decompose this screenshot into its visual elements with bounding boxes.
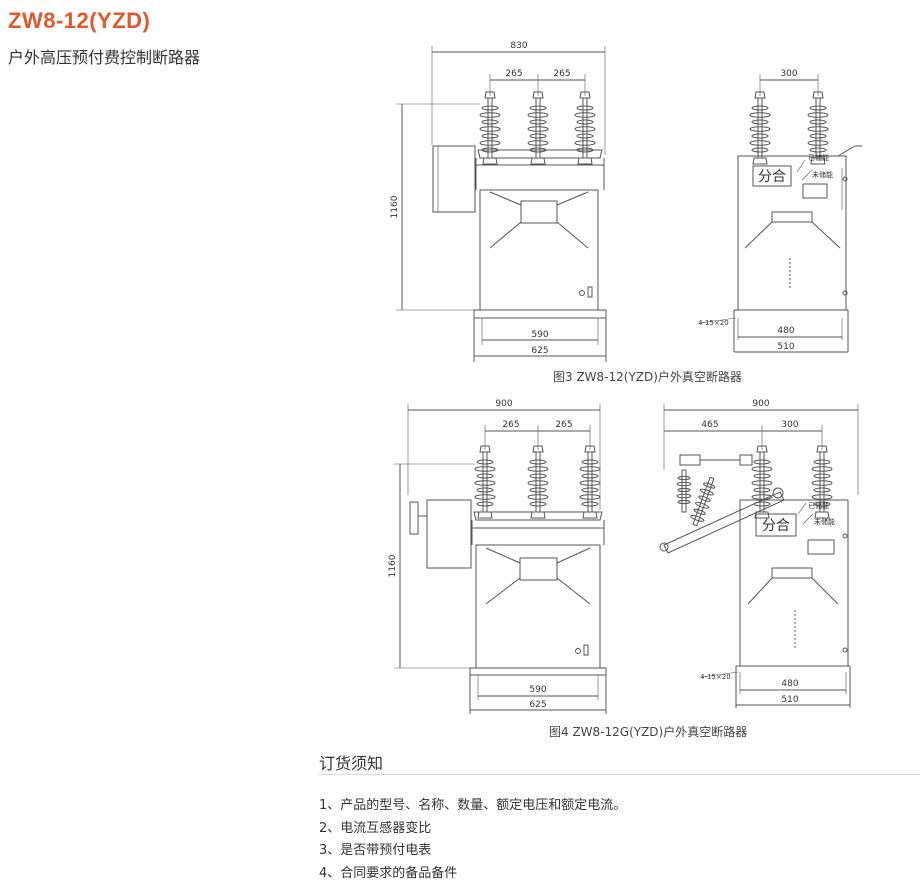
fig3-front-height-label: 1160	[390, 195, 400, 218]
ordering-item: 3、是否带预付电表	[319, 843, 432, 858]
fig3-front-view	[396, 46, 607, 362]
fig4-front-pole-spacing-left-label: 265	[502, 420, 519, 430]
fig4-front-height-label: 1160	[388, 554, 398, 577]
fig3-front-base-inner-label: 590	[531, 330, 548, 340]
fig3-side-pole-spacing-label: 300	[780, 69, 797, 79]
fig3-front-pole-spacing-left-label: 265	[505, 69, 522, 79]
technical-drawings: 830 265 265 1160 590 625 300 分合 已储能 未储能 …	[388, 41, 862, 714]
fig4-panel-label: 分合	[762, 518, 790, 534]
fig3-side-base-outer-label: 510	[777, 342, 794, 352]
fig4-indicator-unstored: 未储能	[814, 517, 835, 526]
fig4-holes-label: 4-15×20	[700, 673, 731, 681]
fig4-side-width-label: 900	[752, 399, 769, 409]
fig4-front-pole-spacing-right-label: 265	[555, 420, 572, 430]
page-subtitle: 户外高压预付费控制断路器	[8, 48, 201, 67]
ordering-item: 4、合同要求的备品备件	[319, 865, 458, 881]
fig3-front-base-outer-label: 625	[531, 346, 548, 356]
fig4-side-view	[659, 404, 859, 708]
fig3-indicator-stored: 已储能	[808, 153, 829, 162]
fig3-holes-label: 4-15×20	[698, 319, 729, 327]
fig3-side-base-inner-label: 480	[777, 326, 794, 336]
ordering-list: 1、产品的型号、名称、数量、额定电压和额定电流。 2、电流互感器变比 3、是否带…	[319, 795, 626, 885]
figure4-caption: 图4 ZW8-12G(YZD)户外真空断路器	[549, 725, 748, 739]
fig4-front-width-label: 900	[495, 399, 512, 409]
fig3-panel-label: 分合	[758, 169, 786, 185]
ordering-item: 2、电流互感器变比	[319, 820, 432, 836]
fig4-side-base-outer-label: 510	[781, 695, 798, 705]
fig4-side-isolator-offset-label: 465	[701, 420, 718, 430]
fig3-side-view	[699, 74, 862, 353]
fig4-front-base-outer-label: 625	[529, 700, 546, 710]
ordering-title: 订货须知	[319, 754, 384, 773]
fig4-side-base-inner-label: 480	[781, 679, 798, 689]
fig4-indicator-stored: 已储能	[808, 501, 829, 510]
fig3-front-width-label: 830	[510, 41, 527, 51]
figure3-caption: 图3 ZW8-12(YZD)户外真空断路器	[553, 370, 742, 384]
fig4-front-view	[394, 404, 607, 714]
ordering-item: 1、产品的型号、名称、数量、额定电压和额定电流。	[319, 798, 627, 813]
ordering-divider	[319, 774, 920, 775]
fig4-front-base-inner-label: 590	[529, 685, 546, 695]
fig3-indicator-unstored: 未储能	[812, 170, 833, 179]
fig3-front-pole-spacing-right-label: 265	[553, 69, 570, 79]
page-title: ZW8-12(YZD)	[8, 8, 151, 33]
fig4-side-pole-spacing-label: 300	[781, 420, 798, 430]
